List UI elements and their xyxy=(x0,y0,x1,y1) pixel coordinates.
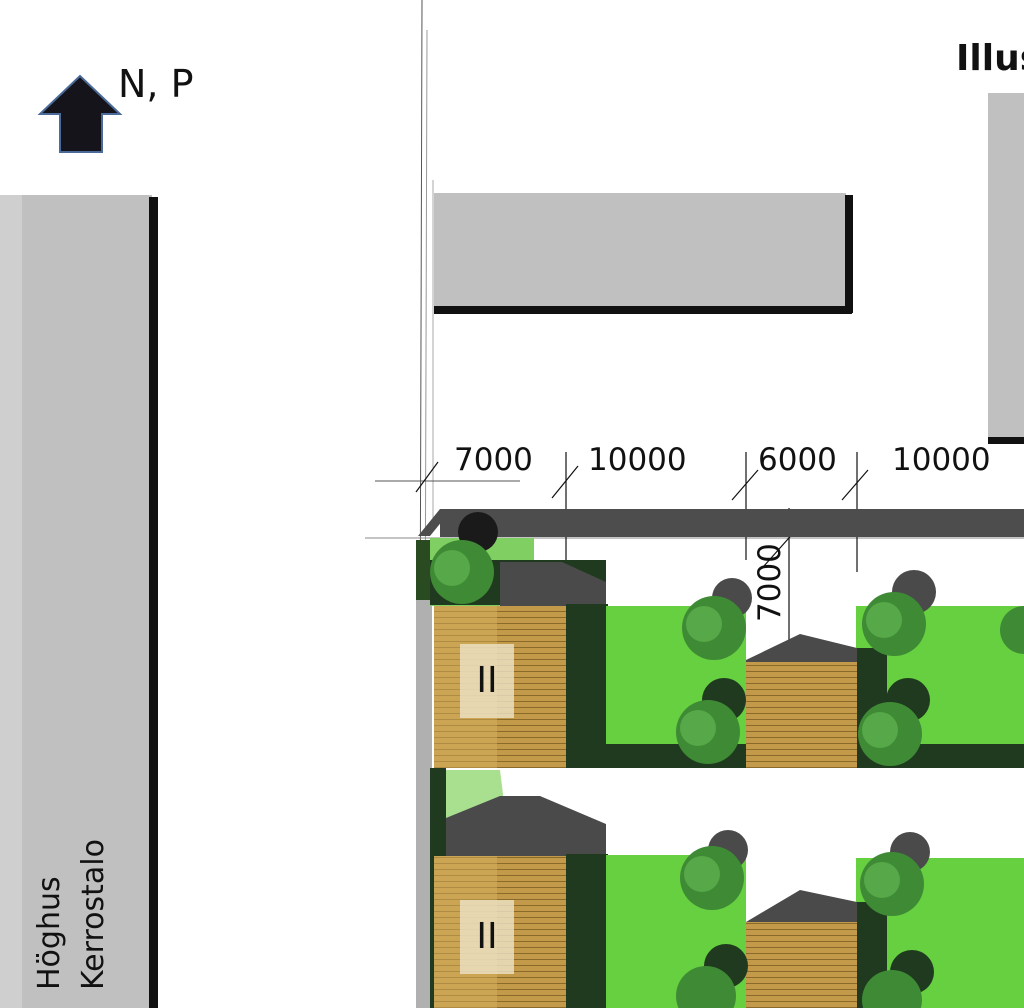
tree-icon xyxy=(862,570,936,656)
building-label-line1: Höghus xyxy=(32,876,67,990)
tree-icon xyxy=(430,512,498,604)
building-north xyxy=(434,193,853,314)
high-rise-building xyxy=(0,195,158,1008)
tree-icon xyxy=(858,678,930,766)
street-strip xyxy=(418,509,1024,537)
building-label-line2: Kerrostalo xyxy=(76,839,111,990)
path-strip xyxy=(416,600,432,1008)
tree-icon xyxy=(1000,606,1024,654)
dimension-label-2: 10000 xyxy=(588,442,687,478)
plan-title: Illus xyxy=(956,38,1024,79)
tree-icon xyxy=(680,830,748,910)
building-east xyxy=(988,93,1024,444)
north-arrow-icon xyxy=(37,74,123,153)
tree-icon xyxy=(860,832,930,916)
dimension-label-1: 7000 xyxy=(454,442,533,478)
floor-count-lower: II xyxy=(460,900,514,974)
north-label: N, P xyxy=(118,62,194,106)
building-label: Höghus Kerrostalo xyxy=(28,839,116,990)
dimension-label-vertical: 7000 xyxy=(752,543,788,622)
dimension-label-4: 10000 xyxy=(892,442,991,478)
floor-count-upper: II xyxy=(460,644,514,718)
tree-icon xyxy=(682,578,752,660)
tree-icon xyxy=(676,944,748,1008)
lot-edge xyxy=(416,540,432,600)
tree-icon xyxy=(862,950,934,1008)
trees xyxy=(430,512,1024,1008)
dimension-ticks xyxy=(415,452,869,650)
dimension-label-3: 6000 xyxy=(758,442,837,478)
tree-icon xyxy=(676,678,746,764)
